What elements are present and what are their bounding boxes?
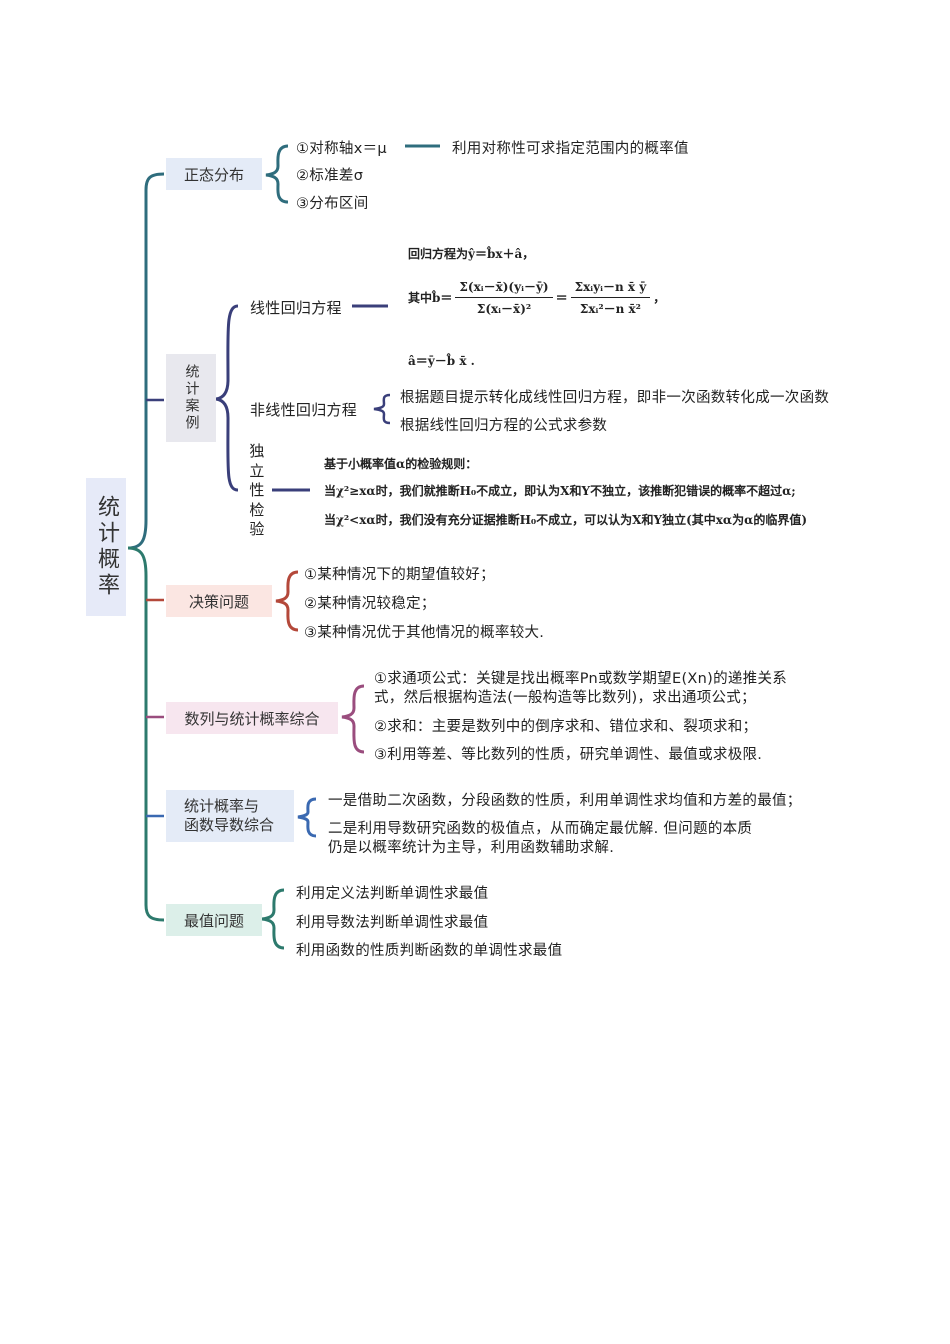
sequence-item-2: ②求和：主要是数列中的倒序求和、错位求和、裂项求和； <box>374 719 758 735</box>
derivative-item-2: 二是利用导数研究函数的极值点，从而确定最优解. 但问题的本质 <box>328 821 753 837</box>
nonlinear-item-1: 根据题目提示转化成线性回归方程，即非一次函数转化成一次函数 <box>400 390 830 406</box>
normal-item-2: ②标准差σ <box>296 168 364 184</box>
independence-item-2: 当χ²≥xα时，我们就推断H₀不成立，即认为X和Y不独立，该推断犯错误的概率不超… <box>324 484 796 498</box>
extreme-item-3: 利用函数的性质判断函数的单调性求最值 <box>296 943 563 959</box>
extreme-item-2: 利用导数法判断单调性求最值 <box>296 915 489 931</box>
independence-item-3: 当χ²<xα时，我们没有充分证据推断H₀不成立，可以认为X和Y独立(其中xα为α… <box>324 513 808 527</box>
independence-label-text: 独立性检验 <box>249 442 265 538</box>
extreme-item-1: 利用定义法判断单调性求最值 <box>296 886 489 902</box>
node-cases: 统计案例 <box>166 354 216 442</box>
node-cases-label: 统计案例 <box>183 364 200 432</box>
formula-line-3: â＝ȳ－b̂ x̄ . <box>408 354 475 368</box>
node-sequence-label: 数列与统计概率综合 <box>184 709 320 728</box>
brace-cases <box>215 304 239 492</box>
decision-item-2: ②某种情况较稳定； <box>304 596 436 612</box>
node-decision-label: 决策问题 <box>188 592 249 611</box>
derivative-item-2-cont: 仍是以概率统计为主导，利用函数辅助求解. <box>328 840 615 856</box>
trunk-connector <box>127 172 165 550</box>
brace-decision <box>275 570 299 632</box>
brace-nonlinear <box>373 393 391 425</box>
node-extreme-label: 最值问题 <box>183 911 244 930</box>
node-normal-label: 正态分布 <box>183 165 244 184</box>
normal-item-3: ③分布区间 <box>296 196 369 212</box>
frac1-denominator: Σ(xᵢ－x̄)² <box>476 302 532 316</box>
brace-derivative <box>297 797 317 838</box>
brace-extreme <box>261 888 285 950</box>
normal-note: 利用对称性可求指定范围内的概率值 <box>452 141 689 157</box>
node-extreme: 最值问题 <box>166 904 262 936</box>
brace-sequence <box>341 684 365 754</box>
formula-line-1: 回归方程为ŷ＝b̂x＋â， <box>408 247 535 261</box>
derivative-item-1: 一是借助二次函数，分段函数的性质，利用单调性求均值和方差的最值； <box>328 793 802 809</box>
node-derivative-label-1: 统计概率与 <box>184 797 260 815</box>
trunk-connector-lower <box>127 546 165 922</box>
frac2-numerator: Σxᵢyᵢ－n x̄ ȳ <box>570 278 651 298</box>
formula-fraction-2: Σxᵢyᵢ－n x̄ ȳ Σxᵢ²－n x̄² <box>570 278 651 317</box>
root-label: 统计概率 <box>94 495 119 599</box>
equals-sign: ＝ <box>555 291 568 305</box>
independence-label: 独立性检验 <box>248 442 266 540</box>
nonlinear-item-2: 根据线性回归方程的公式求参数 <box>400 418 608 434</box>
formula-line-2: 其中b̂＝ Σ(xᵢ－x̄)(yᵢ－ȳ) Σ(xᵢ－x̄)² ＝ Σxᵢyᵢ－n… <box>408 278 665 317</box>
linear-regression-label: 线性回归方程 <box>250 299 342 317</box>
node-decision: 决策问题 <box>166 585 272 617</box>
sequence-item-1-cont: 式，然后根据构造法(一般构造等比数列)，求出通项公式； <box>374 690 756 706</box>
independence-item-1: 基于小概率值α的检验规则： <box>324 457 478 471</box>
formula-lead: 其中b̂＝ <box>408 291 453 305</box>
formula-fraction-1: Σ(xᵢ－x̄)(yᵢ－ȳ) Σ(xᵢ－x̄)² <box>455 278 553 317</box>
sequence-item-3: ③利用等差、等比数列的性质，研究单调性、最值或求极限. <box>374 747 763 763</box>
sequence-item-1: ①求通项公式：关键是找出概率Pn或数学期望E(Xn)的递推关系 <box>374 671 788 687</box>
node-derivative-label-2: 函数导数综合 <box>184 816 275 834</box>
frac2-denominator: Σxᵢ²－n x̄² <box>579 302 641 316</box>
node-normal: 正态分布 <box>166 158 262 190</box>
comma: ， <box>653 291 666 305</box>
decision-item-3: ③某种情况优于其他情况的概率较大. <box>304 625 545 641</box>
brace-normal <box>265 144 289 204</box>
node-derivative: 统计概率与 函数导数综合 <box>166 790 294 842</box>
decision-item-1: ①某种情况下的期望值较好； <box>304 567 495 583</box>
node-sequence: 数列与统计概率综合 <box>166 702 338 734</box>
normal-item-1: ①对称轴x＝μ <box>296 141 387 157</box>
root-node: 统计概率 <box>86 478 126 616</box>
frac1-numerator: Σ(xᵢ－x̄)(yᵢ－ȳ) <box>455 278 553 298</box>
nonlinear-regression-label: 非线性回归方程 <box>250 401 358 419</box>
